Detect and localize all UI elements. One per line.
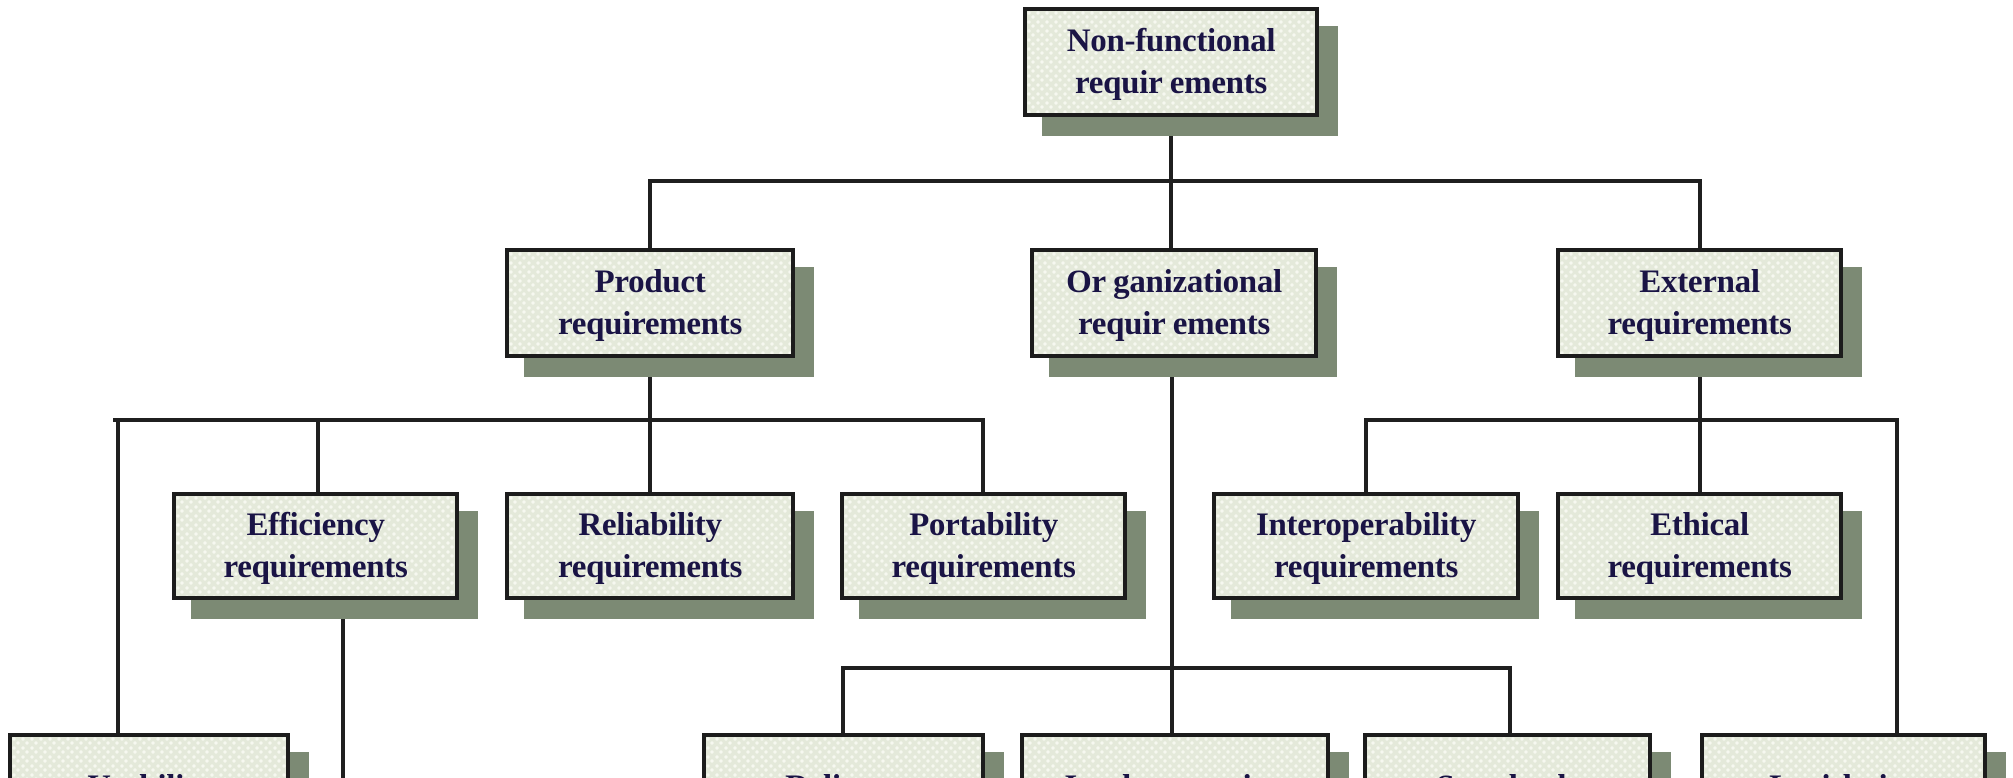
connector-product-stem xyxy=(648,358,652,422)
node-label: requirements xyxy=(891,549,1076,585)
node-label: Legislative xyxy=(1769,766,1918,778)
node-interoperability-requirements: Interoperability requirements xyxy=(1212,492,1520,600)
node-label: requirements xyxy=(223,549,408,585)
connector-efficiency-top xyxy=(316,418,320,492)
node-label: Non-functional xyxy=(1066,23,1276,59)
node-legislative: Legislative xyxy=(1700,733,1987,778)
node-label: Portability xyxy=(909,507,1058,543)
node-ethical-requirements: Ethical requirements xyxy=(1556,492,1843,600)
node-portability-requirements: Portability requirements xyxy=(840,492,1127,600)
connector-standards-top xyxy=(1508,666,1512,733)
connector-delivery-top xyxy=(841,666,845,733)
node-non-functional-requirements: Non-functional requir ements xyxy=(1023,7,1319,117)
node-label: Efficiency xyxy=(246,507,385,543)
connector-external-stem xyxy=(1698,358,1702,422)
node-label: requirements xyxy=(1607,549,1792,585)
node-external-requirements: External requirements xyxy=(1556,248,1843,358)
connector-organizational-stem xyxy=(1170,358,1174,733)
connector-portability-top xyxy=(981,418,985,492)
node-label: requirements xyxy=(1607,306,1792,342)
node-label: Or ganizational xyxy=(1066,264,1282,300)
node-label: requir ements xyxy=(1075,65,1267,101)
connector-legislative-top xyxy=(1895,418,1899,733)
connector-usability-top xyxy=(116,418,120,733)
connector-external-top xyxy=(1698,179,1702,248)
node-label: Standards xyxy=(1436,766,1579,778)
node-label: External xyxy=(1639,264,1760,300)
node-label: Implementation xyxy=(1064,766,1286,778)
node-efficiency-requirements: Efficiency requirements xyxy=(172,492,459,600)
node-label: Usability xyxy=(87,766,211,778)
node-reliability-requirements: Reliability requirements xyxy=(505,492,795,600)
node-label: Delivery xyxy=(785,766,902,778)
connector-reliability-top xyxy=(648,418,652,492)
connector-ethical-top xyxy=(1698,418,1702,492)
node-standards: Standards xyxy=(1363,733,1652,778)
node-organizational-requirements: Or ganizational requir ements xyxy=(1030,248,1318,358)
node-label: requirements xyxy=(558,549,742,585)
node-label: Interoperability xyxy=(1255,507,1477,543)
node-product-requirements: Product requirements xyxy=(505,248,795,358)
connector-product-top xyxy=(648,179,652,248)
node-label: Product xyxy=(594,264,706,300)
connector-organizational-branch xyxy=(841,666,1512,670)
node-implementation: Implementation xyxy=(1020,733,1330,778)
connector-level1-branch xyxy=(648,179,1702,183)
node-label: requirements xyxy=(1274,549,1458,585)
node-label: Ethical xyxy=(1650,507,1749,543)
node-label: requir ements xyxy=(1078,306,1270,342)
node-usability: Usability xyxy=(8,733,290,778)
connector-interoperability-top xyxy=(1364,418,1368,492)
node-label: Reliability xyxy=(578,507,722,543)
node-label: requirements xyxy=(558,306,742,342)
connector-efficiency-bottom xyxy=(341,600,345,778)
connector-external-branch xyxy=(1364,418,1899,422)
connector-product-branch xyxy=(113,418,985,422)
node-delivery: Delivery xyxy=(702,733,985,778)
